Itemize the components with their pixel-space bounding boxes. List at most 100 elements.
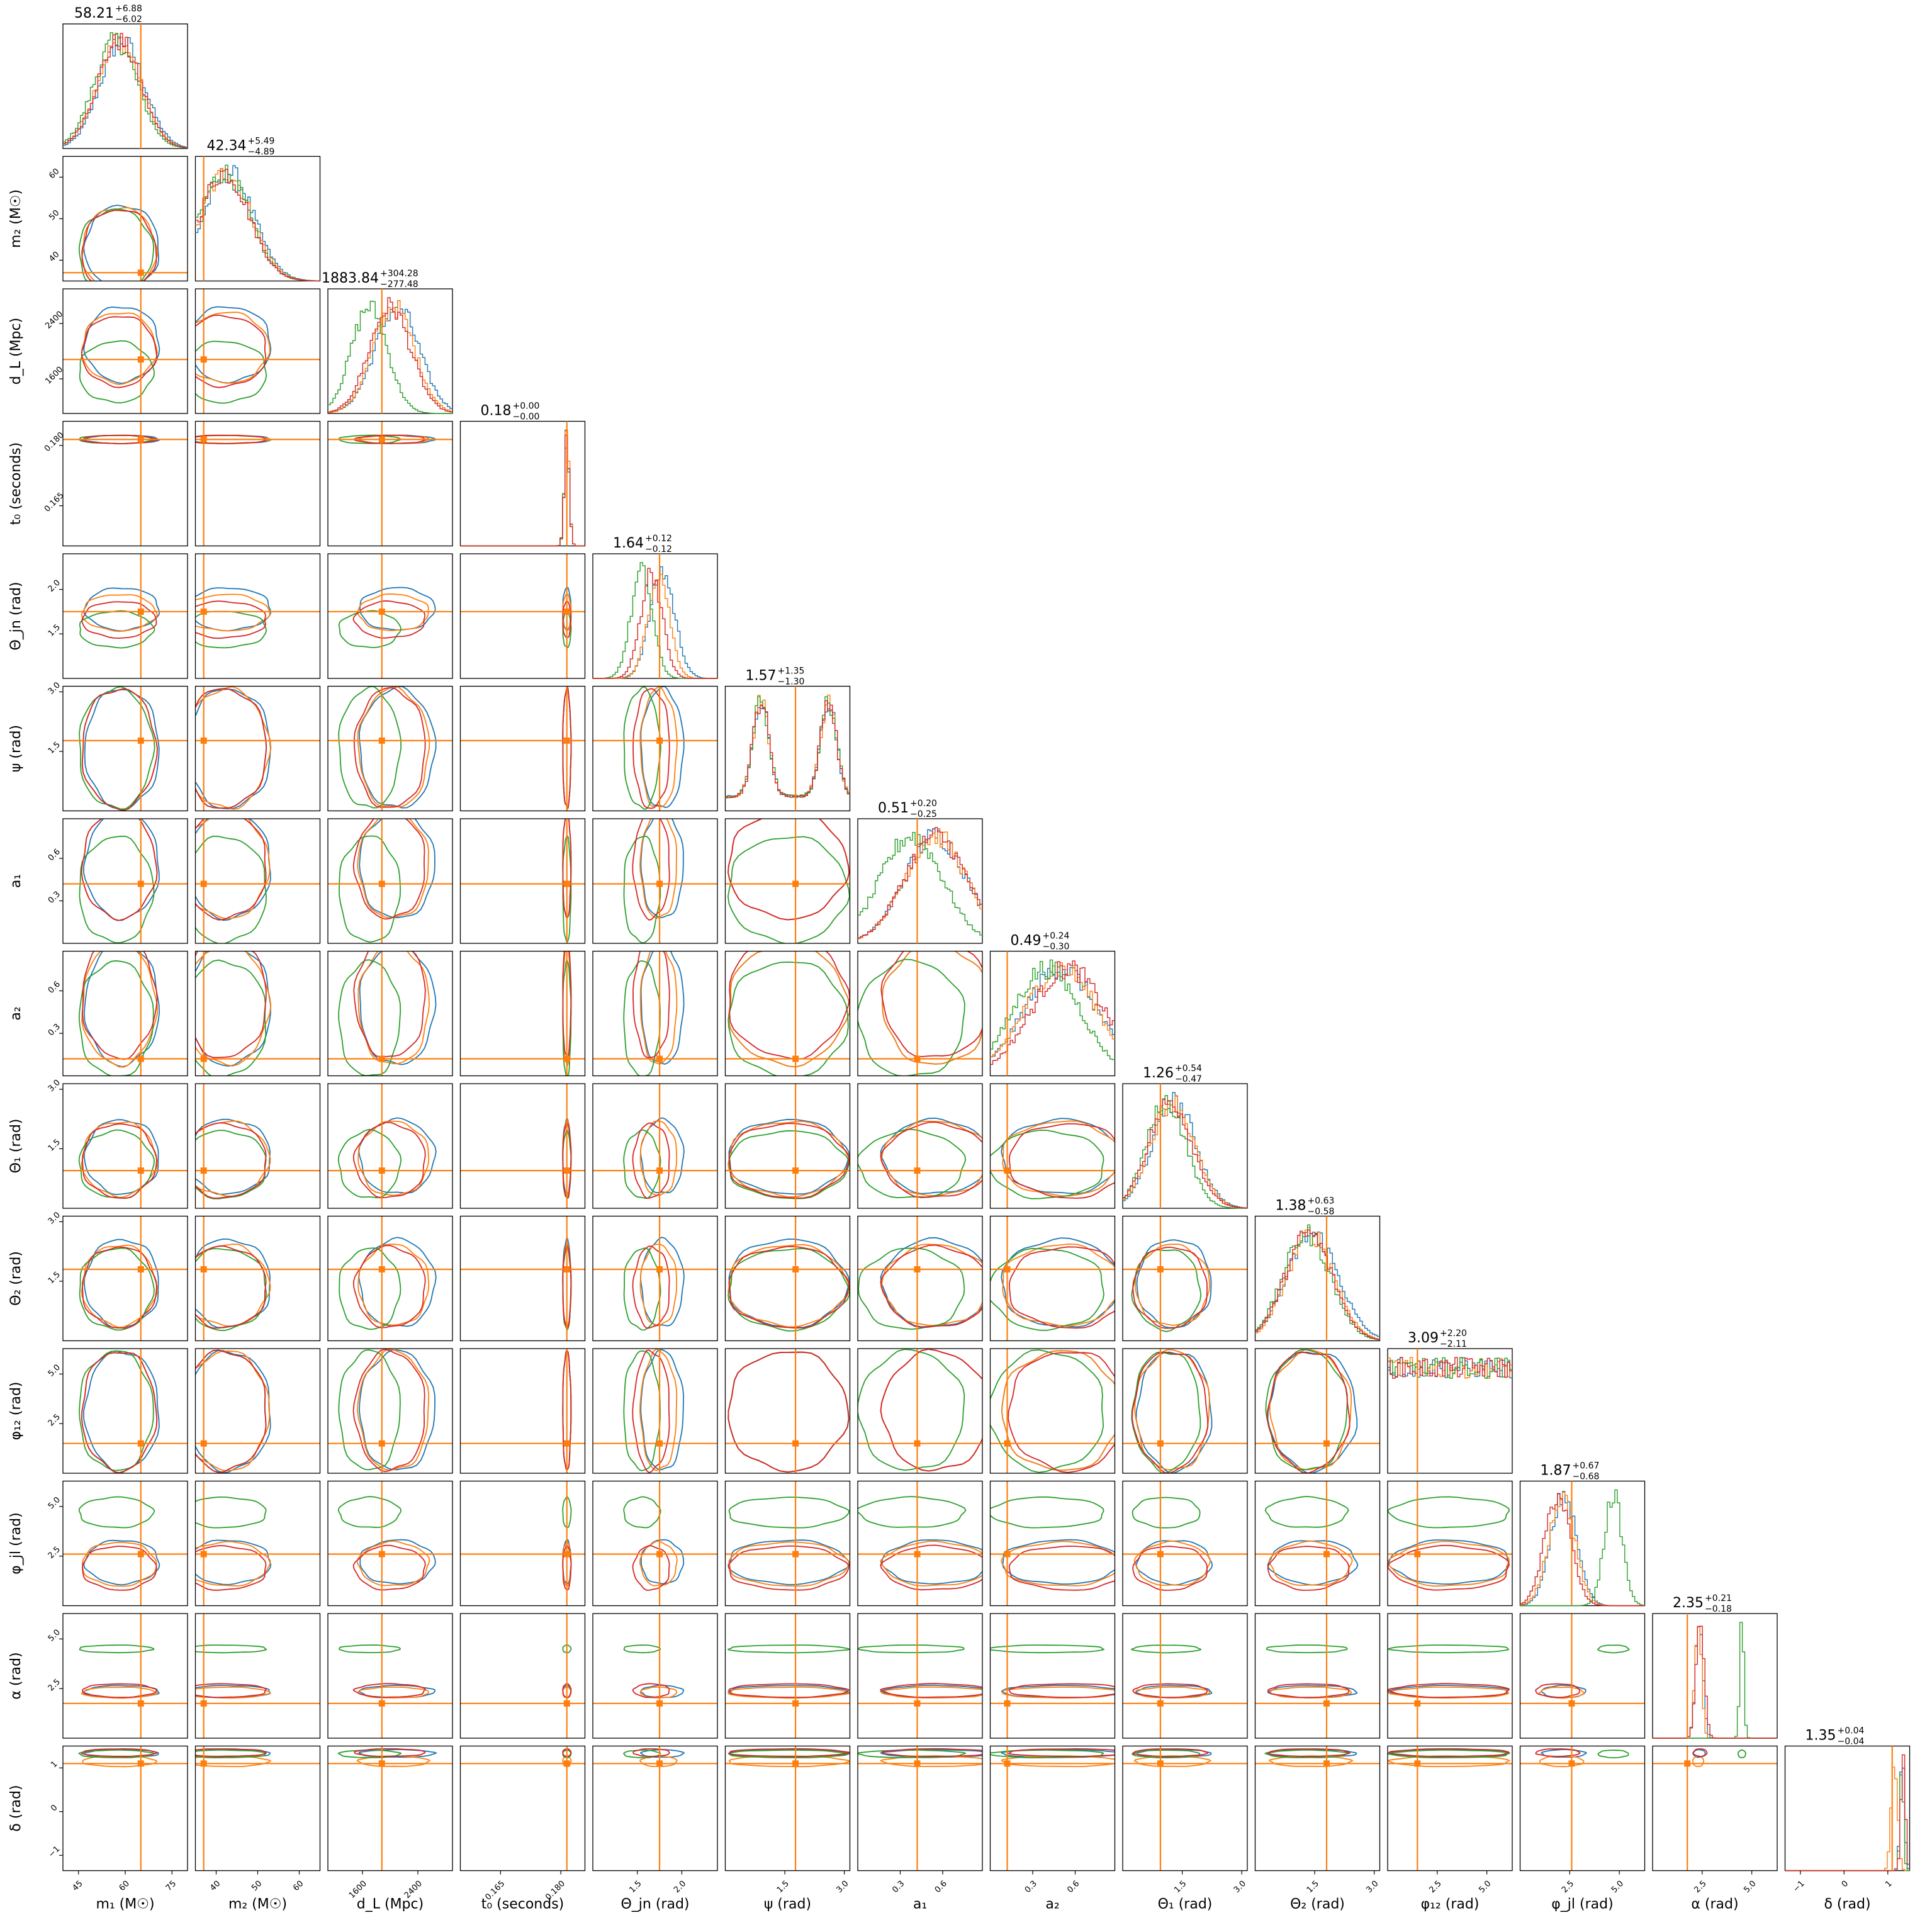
- contour-series-3: [1388, 1496, 1510, 1529]
- diag-title: 1.38: [1276, 1198, 1306, 1214]
- contour-series-4: [195, 1683, 267, 1699]
- contour-series-3: [623, 1749, 661, 1758]
- hist-series-4: [63, 33, 188, 149]
- contour-series-4: [353, 951, 426, 1058]
- contour-series-4: [81, 1546, 157, 1591]
- contour-series-4: [727, 819, 850, 921]
- panel-frame: [857, 1083, 983, 1209]
- y-axis-label: φ_jl (rad): [8, 1512, 24, 1574]
- panel-3-2: [327, 420, 453, 547]
- diag-title: 1.26: [1143, 1065, 1174, 1081]
- contour-series-1: [1135, 1351, 1213, 1473]
- diag-title-minus: −0.68: [1573, 1472, 1600, 1482]
- contour-series-3: [858, 1349, 965, 1471]
- panel-10-3: [459, 1348, 586, 1474]
- truth-marker: [563, 1266, 570, 1272]
- truth-marker: [378, 436, 385, 443]
- panel-frame: [459, 1348, 586, 1474]
- panel-9-8: [1122, 1215, 1248, 1342]
- panel-12-5: [724, 1613, 851, 1739]
- diag-title: 1.35: [1806, 1728, 1836, 1744]
- diag-panel-13: 1.35+0.04−0.04: [1784, 1726, 1911, 1872]
- panel-frame: [327, 553, 453, 679]
- contour-series-3: [339, 1247, 402, 1330]
- panel-6-4: [592, 818, 718, 944]
- contour-series-1: [83, 951, 160, 1067]
- contour-series-3: [78, 1496, 155, 1529]
- contour-series-4: [632, 1545, 670, 1591]
- hist-series-2: [1785, 1766, 1910, 1872]
- hist-series-2: [990, 962, 1115, 1058]
- panel-9-7: [989, 1215, 1116, 1342]
- panel-7-6: [857, 950, 983, 1077]
- contour-series-4: [1008, 1246, 1115, 1329]
- panel-13-0: [62, 1745, 188, 1872]
- truth-marker: [656, 1760, 663, 1767]
- truth-marker: [137, 356, 144, 363]
- diag-title-plus: +0.00: [513, 402, 540, 412]
- truth-marker: [200, 880, 207, 887]
- contour-series-2: [639, 1540, 678, 1587]
- panel-7-2: [327, 950, 453, 1077]
- panel-9-1: [194, 1215, 321, 1342]
- panel-frame: [592, 1348, 718, 1474]
- panel-9-4: [592, 1215, 718, 1342]
- truth-marker: [1004, 1760, 1011, 1767]
- contour-series-4: [562, 819, 572, 919]
- diag-title-plus: +0.24: [1043, 931, 1070, 941]
- contour-series-1: [83, 1351, 160, 1473]
- contour-series-2: [357, 1120, 430, 1196]
- hist-series-3: [990, 959, 1115, 1060]
- diag-panel-0: 58.21+6.88−6.02: [62, 4, 188, 149]
- panel-frame: [62, 553, 188, 679]
- panel-frame: [327, 950, 453, 1077]
- contour-series-1: [880, 1117, 982, 1194]
- truth-marker: [1004, 1266, 1011, 1272]
- panel-frame: [327, 1215, 453, 1342]
- x-tick-label: 0.3: [1023, 1879, 1039, 1895]
- contour-series-3: [1132, 1497, 1201, 1529]
- contour-series-4: [632, 951, 670, 1059]
- y-tick-label: 60: [47, 167, 61, 181]
- truth-marker: [563, 1551, 570, 1558]
- contour-series-2: [639, 1755, 678, 1767]
- truth-marker: [200, 1551, 207, 1558]
- diag-title-minus: −4.89: [248, 147, 275, 157]
- contour-series-3: [78, 208, 155, 281]
- contour-series-3: [1597, 1644, 1630, 1654]
- panel-frame: [724, 1215, 851, 1342]
- x-tick-label: 1: [1884, 1879, 1894, 1889]
- panel-11-5: [724, 1480, 851, 1607]
- contour-series-2: [195, 312, 271, 384]
- panel-frame: [327, 1083, 453, 1209]
- diag-title: 3.09: [1408, 1330, 1439, 1346]
- contour-series-2: [881, 1686, 982, 1699]
- hist-series-1: [1653, 1626, 1777, 1739]
- panel-8-6: [857, 1083, 983, 1209]
- panel-frame: [327, 1613, 453, 1739]
- contour-series-2: [1133, 1540, 1211, 1587]
- contour-series-2: [1002, 1686, 1115, 1699]
- panel-frame: [1652, 1745, 1778, 1872]
- truth-marker: [792, 1760, 799, 1767]
- truth-marker: [563, 1440, 570, 1447]
- y-tick-label: 1.5: [47, 622, 62, 638]
- contour-series-4: [195, 1245, 267, 1329]
- contour-series-2: [81, 1541, 157, 1587]
- contour-series-1: [727, 1351, 850, 1473]
- panel-frame: [1254, 1613, 1381, 1739]
- panel-frame: [459, 685, 586, 812]
- x-tick-label: 0.6: [1065, 1879, 1081, 1895]
- x-tick-label: 1.5: [775, 1879, 791, 1895]
- y-tick-label: 40: [47, 250, 61, 264]
- truth-marker: [656, 1055, 663, 1062]
- panel-3-0: [62, 420, 188, 547]
- panel-frame: [62, 1613, 188, 1739]
- contour-series-4: [352, 600, 426, 639]
- panel-frame: [194, 420, 321, 547]
- panel-frame: [1122, 1215, 1248, 1342]
- contour-series-4: [353, 687, 426, 808]
- panel-11-1: [194, 1480, 321, 1607]
- panel-4-3: [459, 553, 586, 679]
